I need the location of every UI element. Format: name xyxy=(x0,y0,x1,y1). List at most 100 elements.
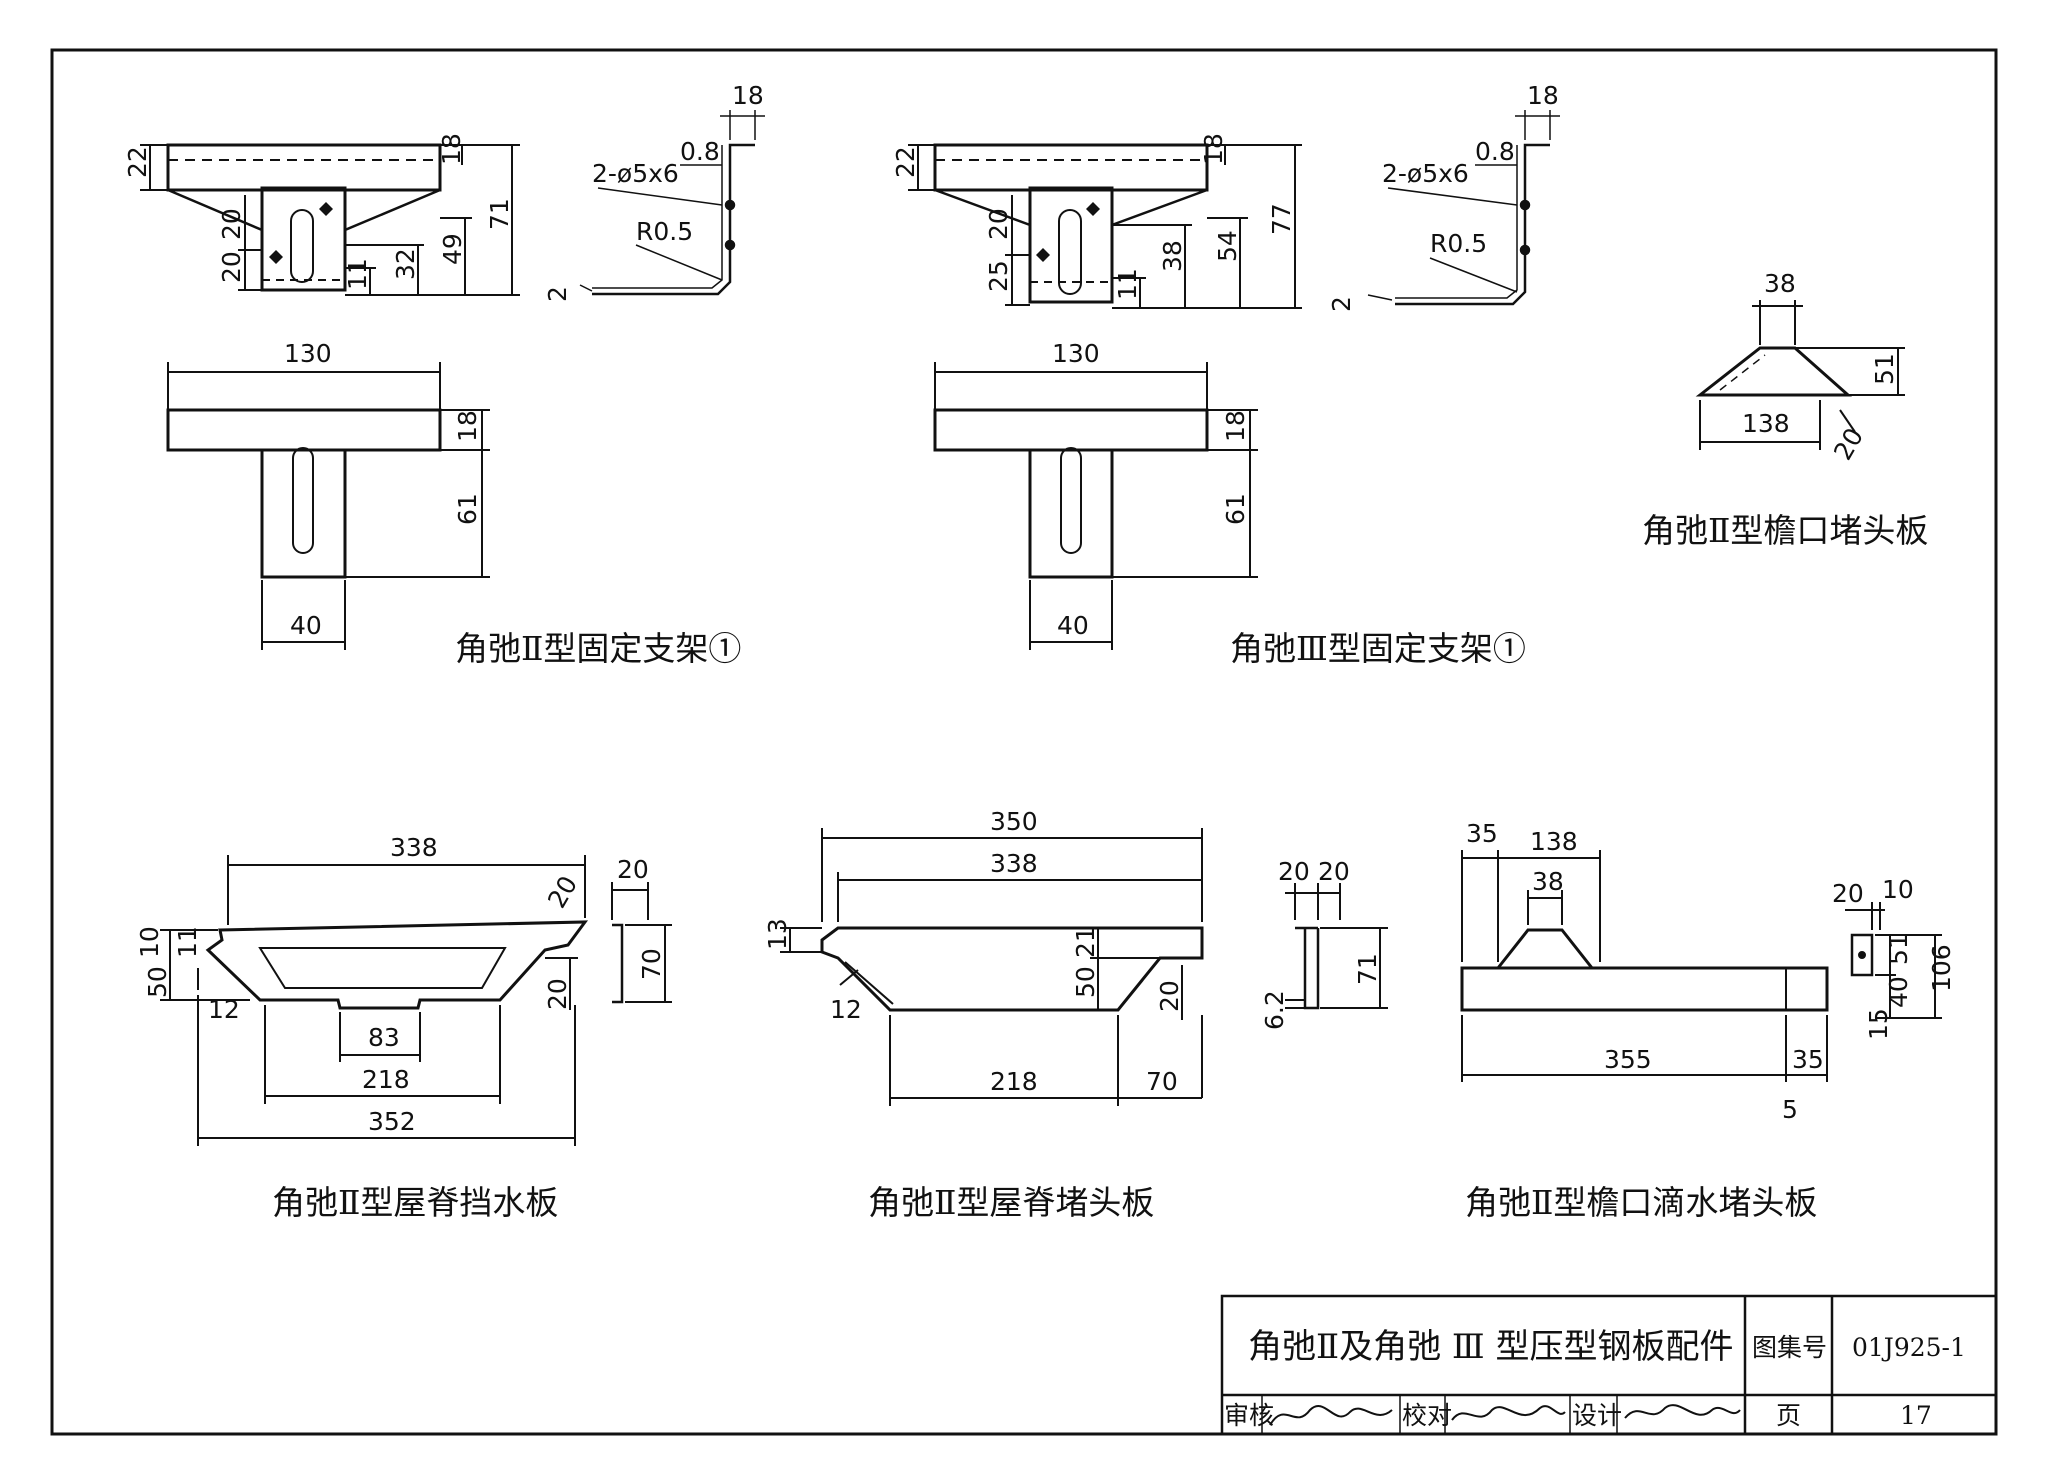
dim-20: 20 xyxy=(617,855,649,884)
dim-51: 51 xyxy=(1884,933,1913,965)
caption-ridge-end-plate: 角弛Ⅱ型屋脊堵头板 xyxy=(868,1183,1154,1222)
designer-signature xyxy=(1624,1404,1741,1419)
dim-20: 20 xyxy=(984,208,1013,240)
check-label: 校对 xyxy=(1402,1401,1452,1430)
dim-18: 18 xyxy=(1199,133,1228,165)
dim-138: 138 xyxy=(1742,409,1790,438)
support-ii-side-view xyxy=(579,110,765,296)
dim-18: 18 xyxy=(453,410,482,442)
dim-138: 138 xyxy=(1530,827,1578,856)
dim-70: 70 xyxy=(637,948,666,980)
dim-25: 25 xyxy=(984,260,1013,292)
dim-12: 12 xyxy=(208,995,240,1024)
design-label: 设计 xyxy=(1572,1401,1622,1430)
hole-note: 2-ø5x6 xyxy=(592,159,679,188)
dim-20: 20 xyxy=(217,208,246,240)
dim-49: 49 xyxy=(438,233,467,265)
dim-18: 18 xyxy=(1221,410,1250,442)
caption-support-ii: 角弛Ⅱ型固定支架① xyxy=(455,629,741,668)
dim-71: 71 xyxy=(1353,953,1382,985)
dim-5: 5 xyxy=(1782,1095,1798,1124)
dim-12: 12 xyxy=(830,995,862,1024)
dim-6-2: 6.2 xyxy=(1260,990,1289,1030)
sheet-border xyxy=(50,48,1998,1436)
dim-32: 32 xyxy=(391,248,420,280)
dim-77: 77 xyxy=(1267,203,1296,235)
drawing-title: 角弛Ⅱ及角弛 Ⅲ 型压型钢板配件 xyxy=(1248,1327,1734,1367)
dim-38: 38 xyxy=(1532,867,1564,896)
dim-54: 54 xyxy=(1213,230,1242,262)
dim-0-8: 0.8 xyxy=(680,137,720,166)
support-iii-front-markers xyxy=(1036,202,1100,262)
dim-20: 20 xyxy=(1828,423,1869,465)
dim-71: 71 xyxy=(485,198,514,230)
dim-20: 20 xyxy=(1832,879,1864,908)
page-number: 17 xyxy=(1900,1401,1932,1430)
title-block xyxy=(1220,1294,1998,1436)
caption-ridge-flashing: 角弛Ⅱ型屋脊挡水板 xyxy=(272,1183,558,1222)
dim-350: 350 xyxy=(990,807,1038,836)
dim-18: 18 xyxy=(732,81,764,110)
ridge-flashing xyxy=(160,855,672,1146)
dim-352: 352 xyxy=(368,1107,416,1136)
dim-35: 35 xyxy=(1792,1045,1824,1074)
dim-338: 338 xyxy=(990,849,1038,878)
dim-106: 106 xyxy=(1927,944,1956,992)
dim-83: 83 xyxy=(368,1023,400,1052)
dim-70: 70 xyxy=(1146,1067,1178,1096)
dim-355: 355 xyxy=(1604,1045,1652,1074)
dim-50: 50 xyxy=(1071,966,1100,998)
dim-13: 13 xyxy=(763,918,792,950)
dim-338: 338 xyxy=(390,833,438,862)
eave-drip-end-plate xyxy=(1460,850,1942,1082)
dim-218: 218 xyxy=(362,1065,410,1094)
dim-2: 2 xyxy=(543,286,572,302)
bend-radius: R0.5 xyxy=(636,217,693,246)
reviewer-signature xyxy=(1269,1405,1393,1426)
dim-22: 22 xyxy=(123,146,152,178)
dim-22: 22 xyxy=(891,146,920,178)
dim-40: 40 xyxy=(1884,976,1913,1008)
dim-130: 130 xyxy=(284,339,332,368)
dim-15: 15 xyxy=(1864,1008,1893,1040)
dim-20: 20 xyxy=(543,978,572,1010)
ridge-end-plate xyxy=(780,828,1388,1106)
dim-11: 11 xyxy=(1113,268,1142,300)
dim-20: 20 xyxy=(1155,980,1184,1012)
support-ii-front-markers xyxy=(269,202,333,264)
page-label: 页 xyxy=(1776,1401,1801,1430)
dim-40: 40 xyxy=(290,611,322,640)
dim-18: 18 xyxy=(437,133,466,165)
dim-10: 10 xyxy=(135,926,164,958)
dim-38: 38 xyxy=(1764,269,1796,298)
dim-61: 61 xyxy=(453,493,482,525)
dim-20: 20 xyxy=(217,251,246,283)
dim-21: 21 xyxy=(1071,926,1100,958)
dim-50: 50 xyxy=(143,966,172,998)
dim-218: 218 xyxy=(990,1067,1038,1096)
dim-38: 38 xyxy=(1158,240,1187,272)
dim-10: 10 xyxy=(1882,875,1914,904)
dim-51: 51 xyxy=(1870,353,1899,385)
support-iii-front-view xyxy=(908,143,1302,309)
caption-support-iii: 角弛Ⅲ型固定支架① xyxy=(1230,629,1526,668)
atlas-number: 01J925-1 xyxy=(1852,1333,1966,1362)
dim-2: 2 xyxy=(1327,296,1356,312)
atlas-number-label: 图集号 xyxy=(1752,1333,1827,1362)
support-ii-plan-view xyxy=(166,362,490,650)
support-ii-front-view xyxy=(140,143,520,296)
bend-radius: R0.5 xyxy=(1430,229,1487,258)
dim-11: 11 xyxy=(343,258,372,290)
checker-signature xyxy=(1451,1405,1566,1421)
support-iii-side-view xyxy=(1367,110,1560,306)
dim-11: 11 xyxy=(173,926,202,958)
hole-note: 2-ø5x6 xyxy=(1382,159,1469,188)
dim-18: 18 xyxy=(1527,81,1559,110)
caption-eave-drip-end-plate: 角弛Ⅱ型檐口滴水堵头板 xyxy=(1465,1183,1817,1222)
dim-0-8: 0.8 xyxy=(1475,137,1515,166)
caption-eave-end-plate: 角弛Ⅱ型檐口堵头板 xyxy=(1642,511,1928,550)
dim-40: 40 xyxy=(1057,611,1089,640)
dim-20: 20 xyxy=(1318,857,1350,886)
dim-20: 20 xyxy=(1278,857,1310,886)
